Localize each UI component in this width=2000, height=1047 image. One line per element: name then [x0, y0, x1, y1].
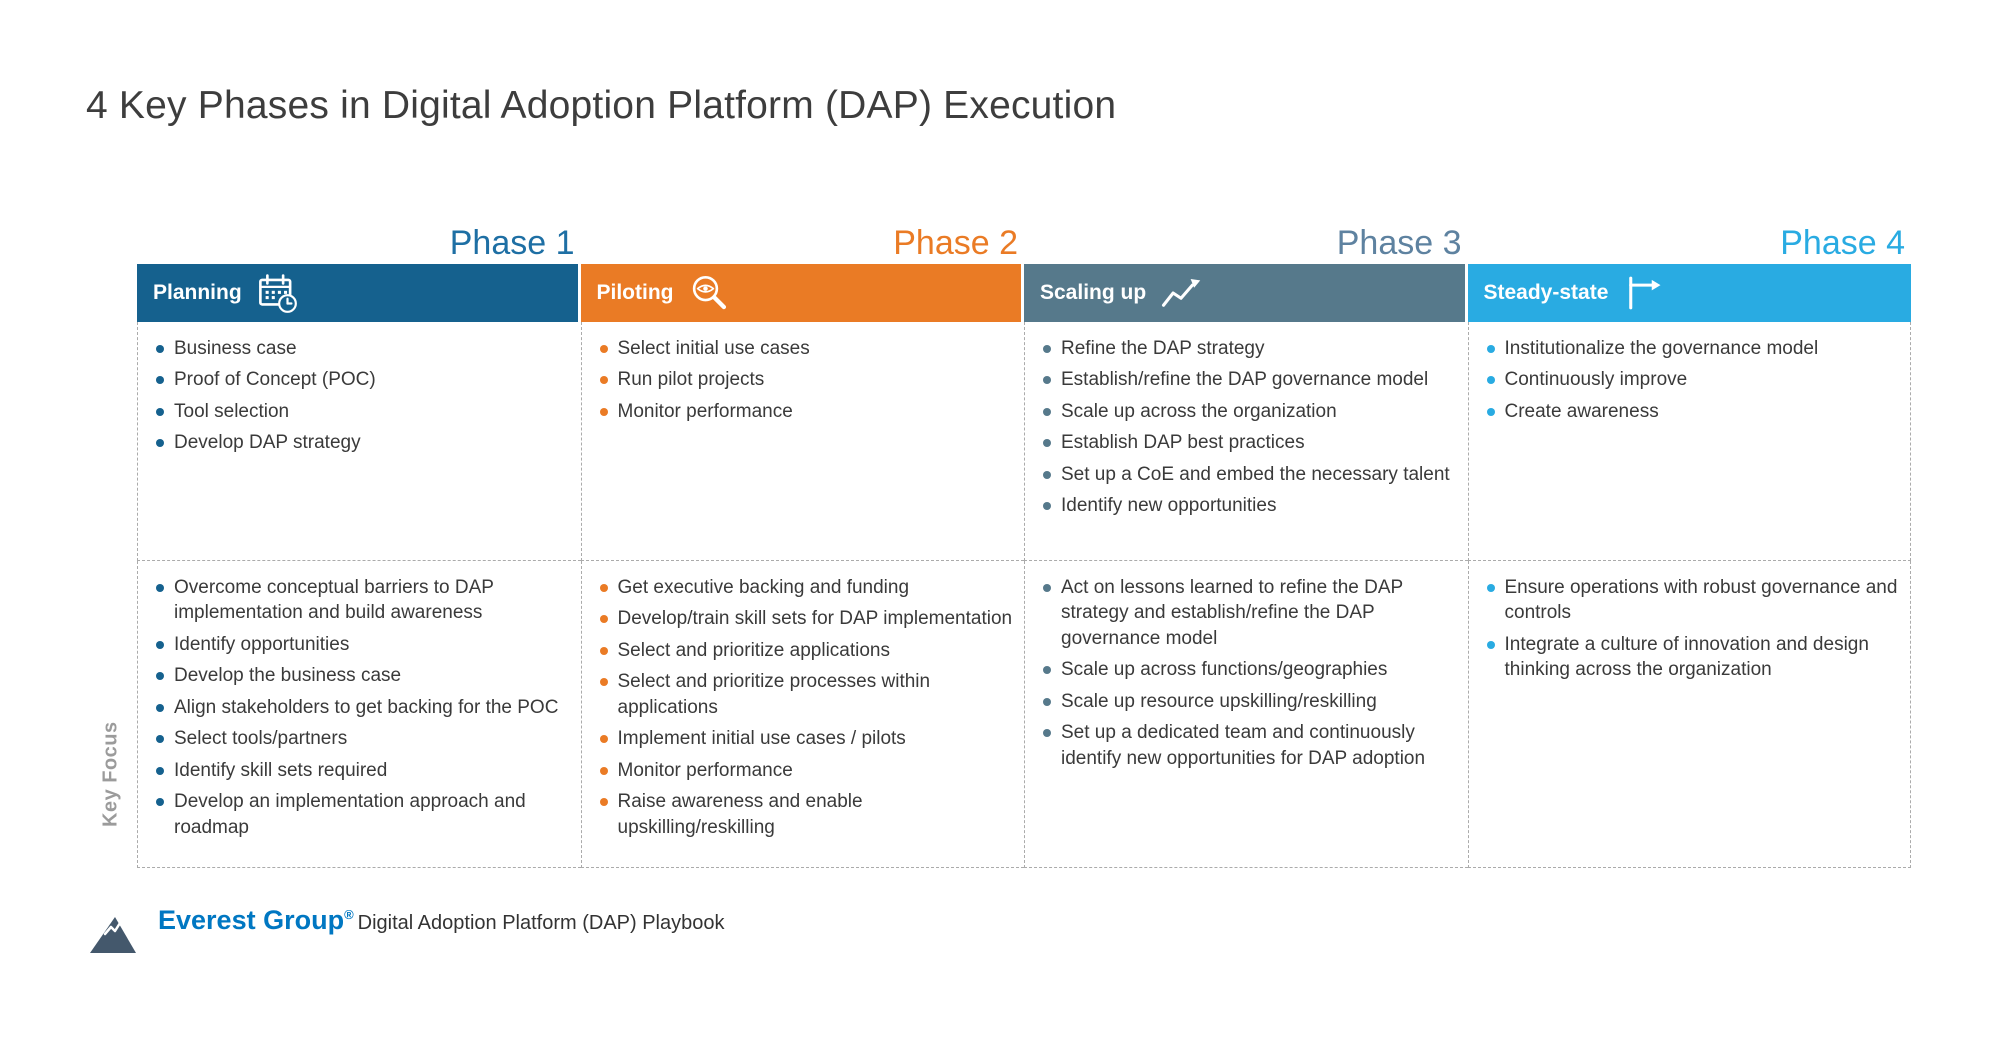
phase-3-keyfocus-cell: Act on lessons learned to refine the DAP… [1024, 561, 1468, 868]
phase-4-keyfocus-cell: Ensure operations with robust governance… [1467, 561, 1911, 868]
phase-1-keyfocus-cell: Overcome conceptual barriers to DAP impl… [137, 561, 581, 868]
bullet-item: Identify skill sets required [154, 758, 571, 783]
bullet-item: Monitor performance [598, 758, 1015, 783]
bullet-item: Integrate a culture of innovation and de… [1485, 632, 1901, 683]
phase-2-keyfocus-list: Get executive backing and funding Develo… [598, 575, 1015, 840]
bullet-item: Scale up resource upskilling/reskilling [1041, 689, 1458, 714]
phase-3-header-label: Scaling up [1040, 281, 1147, 304]
bullet-item: Develop an implementation approach and r… [154, 789, 571, 840]
bullet-item: Act on lessons learned to refine the DAP… [1041, 575, 1458, 651]
bullet-item: Develop the business case [154, 663, 571, 688]
phase-2-label: Phase 2 [893, 224, 1018, 262]
phase-1-activities-list: Business case Proof of Concept (POC) Too… [154, 336, 571, 456]
phase-3-column: Phase 3 Scaling up Refine the DAP strate… [1024, 222, 1468, 868]
calendar-clock-icon [256, 272, 298, 314]
phase-1-activities-cell: Business case Proof of Concept (POC) Too… [137, 322, 581, 561]
phase-4-header: Steady-state [1467, 264, 1911, 322]
phase-4-header-label: Steady-state [1483, 281, 1609, 304]
phase-4-activities-cell: Institutionalize the governance model Co… [1467, 322, 1911, 561]
key-focus-side-label: Key Focus [99, 721, 122, 828]
bullet-item: Create awareness [1485, 399, 1901, 424]
footer-caption: Digital Adoption Platform (DAP) Playbook [357, 912, 725, 934]
bullet-item: Identify opportunities [154, 632, 571, 657]
phase-4-keyfocus-list: Ensure operations with robust governance… [1485, 575, 1901, 683]
registered-mark: ® [344, 907, 354, 922]
phase-2-header: Piloting [580, 264, 1021, 322]
footer: Everest Group® Digital Adoption Platform… [88, 905, 725, 954]
bullet-item: Monitor performance [598, 399, 1015, 424]
bullet-item: Establish DAP best practices [1041, 430, 1458, 455]
phase-2-header-label: Piloting [596, 281, 674, 304]
bullet-item: Run pilot projects [598, 367, 1015, 392]
phase-4-column: Phase 4 Steady-state Institutionalize th… [1467, 222, 1911, 868]
bullet-item: Overcome conceptual barriers to DAP impl… [154, 575, 571, 626]
bullet-item: Continuously improve [1485, 367, 1901, 392]
bullet-item: Identify new opportunities [1041, 493, 1458, 518]
page-title: 4 Key Phases in Digital Adoption Platfor… [86, 84, 1117, 127]
phase-1-header: Planning [137, 264, 578, 322]
bullet-item: Implement initial use cases / pilots [598, 726, 1015, 751]
bullet-item: Select and prioritize processes within a… [598, 669, 1015, 720]
bullet-item: Refine the DAP strategy [1041, 336, 1458, 361]
bullet-item: Get executive backing and funding [598, 575, 1015, 600]
everest-group-brand: Everest Group® [158, 905, 354, 936]
bullet-item: Align stakeholders to get backing for th… [154, 695, 571, 720]
phase-1-column: Phase 1 Planning [137, 222, 581, 868]
phase-3-label: Phase 3 [1336, 224, 1462, 262]
bullet-item: Set up a dedicated team and continuously… [1041, 720, 1458, 771]
phase-2-keyfocus-cell: Get executive backing and funding Develo… [580, 561, 1024, 868]
bullet-item: Select tools/partners [154, 726, 571, 751]
phase-3-activities-list: Refine the DAP strategy Establish/refine… [1041, 336, 1458, 519]
bullet-item: Proof of Concept (POC) [154, 367, 571, 392]
bullet-item: Tool selection [154, 399, 571, 424]
phase-4-label: Phase 4 [1780, 224, 1905, 262]
phase-3-activities-cell: Refine the DAP strategy Establish/refine… [1024, 322, 1468, 561]
bullet-item: Set up a CoE and embed the necessary tal… [1041, 462, 1458, 487]
bullet-item: Develop DAP strategy [154, 430, 571, 455]
phase-4-activities-list: Institutionalize the governance model Co… [1485, 336, 1901, 424]
bullet-item: Raise awareness and enable upskilling/re… [598, 789, 1015, 840]
bullet-item: Select initial use cases [598, 336, 1015, 361]
phase-1-header-label: Planning [153, 281, 242, 304]
phase-2-activities-list: Select initial use cases Run pilot proje… [598, 336, 1015, 424]
bullet-item: Select and prioritize applications [598, 638, 1015, 663]
magnifier-eye-icon [688, 272, 730, 314]
phase-table: Phase 1 Planning [137, 222, 1911, 868]
everest-logo-mountain-icon [88, 911, 150, 960]
steady-state-icon [1622, 272, 1664, 314]
phase-1-label: Phase 1 [449, 224, 575, 262]
phase-3-keyfocus-list: Act on lessons learned to refine the DAP… [1041, 575, 1458, 771]
bullet-item: Business case [154, 336, 571, 361]
brand-text: Everest Group [158, 905, 345, 935]
bullet-item: Institutionalize the governance model [1485, 336, 1901, 361]
bullet-item: Scale up across the organization [1041, 399, 1458, 424]
bullet-item: Scale up across functions/geographies [1041, 657, 1458, 682]
phase-1-keyfocus-list: Overcome conceptual barriers to DAP impl… [154, 575, 571, 840]
bullet-item: Ensure operations with robust governance… [1485, 575, 1901, 626]
bullet-item: Develop/train skill sets for DAP impleme… [598, 606, 1015, 631]
phase-2-activities-cell: Select initial use cases Run pilot proje… [580, 322, 1024, 561]
phase-3-header: Scaling up [1024, 264, 1465, 322]
bullet-item: Establish/refine the DAP governance mode… [1041, 367, 1458, 392]
phase-2-column: Phase 2 Piloting Select initial use case… [580, 222, 1024, 868]
growth-chart-icon [1160, 272, 1202, 314]
